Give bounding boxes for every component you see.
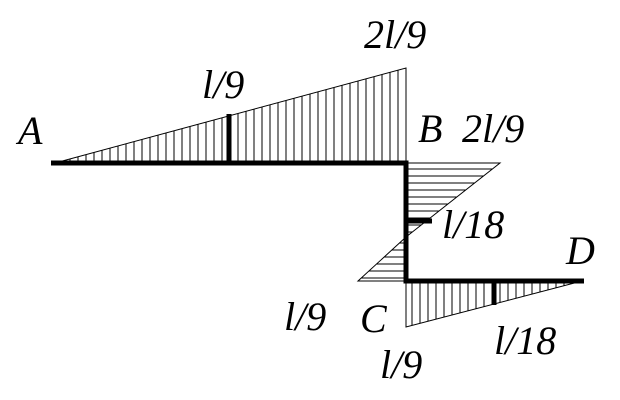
label-cd-mid: l/18 [494, 318, 556, 363]
label-ab-peak: 2l/9 [364, 12, 426, 57]
diagram-region-cd [411, 281, 581, 326]
region-bc-lower-outline [356, 235, 407, 282]
label-point-b: B [418, 106, 442, 151]
label-point-a: A [15, 108, 43, 153]
diagram-region-bc [361, 168, 493, 279]
diagram-region-ab [61, 70, 399, 163]
label-point-c: C [360, 296, 388, 341]
label-bc-mid: l/18 [442, 202, 504, 247]
label-bc-bottom: l/9 [284, 294, 326, 339]
label-point-d: D [565, 228, 595, 273]
label-cd-left: l/9 [380, 342, 422, 387]
label-bc-top: 2l/9 [462, 106, 524, 151]
label-ab-mid: l/9 [202, 62, 244, 107]
